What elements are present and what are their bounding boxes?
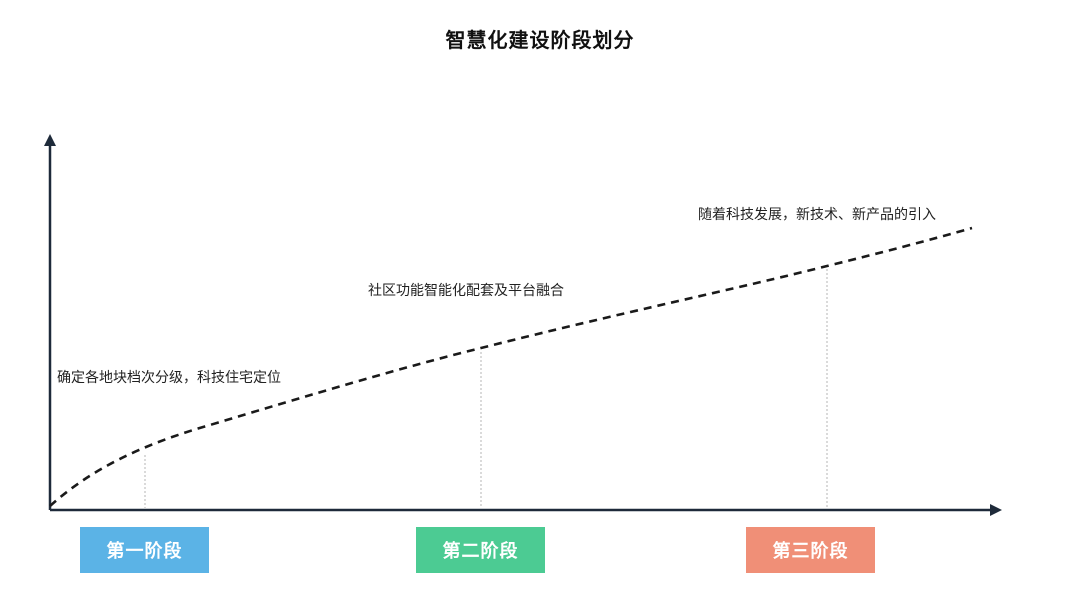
annotation-stage-3: 随着科技发展，新技术、新产品的引入 <box>698 207 936 223</box>
stage-1-box: 第一阶段 <box>80 527 209 573</box>
growth-curve <box>49 226 973 507</box>
stage-2-box: 第二阶段 <box>416 527 545 573</box>
annotation-stage-2: 社区功能智能化配套及平台融合 <box>368 283 564 299</box>
annotation-stage-1: 确定各地块档次分级，科技住宅定位 <box>57 370 281 386</box>
stage-3-box: 第三阶段 <box>746 527 875 573</box>
diagram-title: 智慧化建设阶段划分 <box>445 28 635 52</box>
